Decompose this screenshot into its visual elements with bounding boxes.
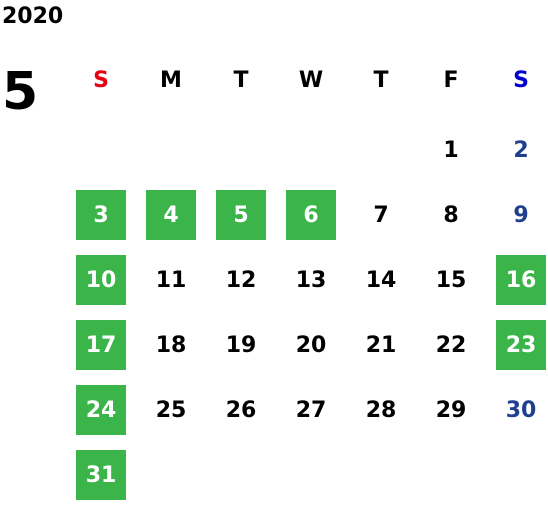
month-number: 5	[2, 62, 39, 122]
day-cell-10[interactable]: 10	[76, 255, 126, 305]
day-cell-19[interactable]: 19	[225, 332, 257, 358]
day-cell-7[interactable]: 7	[373, 202, 389, 228]
day-cell-1[interactable]: 1	[443, 137, 459, 163]
day-cell-30[interactable]: 30	[505, 397, 537, 423]
day-cell-8[interactable]: 8	[443, 202, 459, 228]
day-cell-5[interactable]: 5	[216, 190, 266, 240]
day-cell-12[interactable]: 12	[225, 267, 257, 293]
day-cell-27[interactable]: 27	[295, 397, 327, 423]
day-cell-31[interactable]: 31	[76, 450, 126, 500]
weekday-tuesday: T	[233, 68, 249, 93]
day-cell-29[interactable]: 29	[435, 397, 467, 423]
day-cell-17[interactable]: 17	[76, 320, 126, 370]
day-cell-22[interactable]: 22	[435, 332, 467, 358]
day-cell-2[interactable]: 2	[513, 137, 529, 163]
day-cell-4[interactable]: 4	[146, 190, 196, 240]
weekday-saturday: S	[513, 68, 529, 93]
day-cell-28[interactable]: 28	[365, 397, 397, 423]
day-cell-25[interactable]: 25	[155, 397, 187, 423]
day-cell-26[interactable]: 26	[225, 397, 257, 423]
weekday-thursday: T	[373, 68, 389, 93]
day-cell-3[interactable]: 3	[76, 190, 126, 240]
day-cell-20[interactable]: 20	[295, 332, 327, 358]
weekday-header: S M T W T F S	[66, 66, 548, 96]
day-cell-9[interactable]: 9	[513, 202, 529, 228]
day-cell-14[interactable]: 14	[365, 267, 397, 293]
day-cell-24[interactable]: 24	[76, 385, 126, 435]
day-cell-16[interactable]: 16	[496, 255, 546, 305]
weekday-friday: F	[443, 68, 459, 93]
weekday-wednesday: W	[298, 68, 324, 93]
weekday-sunday: S	[93, 68, 109, 93]
day-cell-13[interactable]: 13	[295, 267, 327, 293]
weekday-monday: M	[160, 68, 182, 93]
day-cell-23[interactable]: 23	[496, 320, 546, 370]
day-cell-11[interactable]: 11	[155, 267, 187, 293]
day-cell-18[interactable]: 18	[155, 332, 187, 358]
day-cell-15[interactable]: 15	[435, 267, 467, 293]
day-cell-21[interactable]: 21	[365, 332, 397, 358]
day-cell-6[interactable]: 6	[286, 190, 336, 240]
year-label: 2020	[2, 4, 64, 29]
